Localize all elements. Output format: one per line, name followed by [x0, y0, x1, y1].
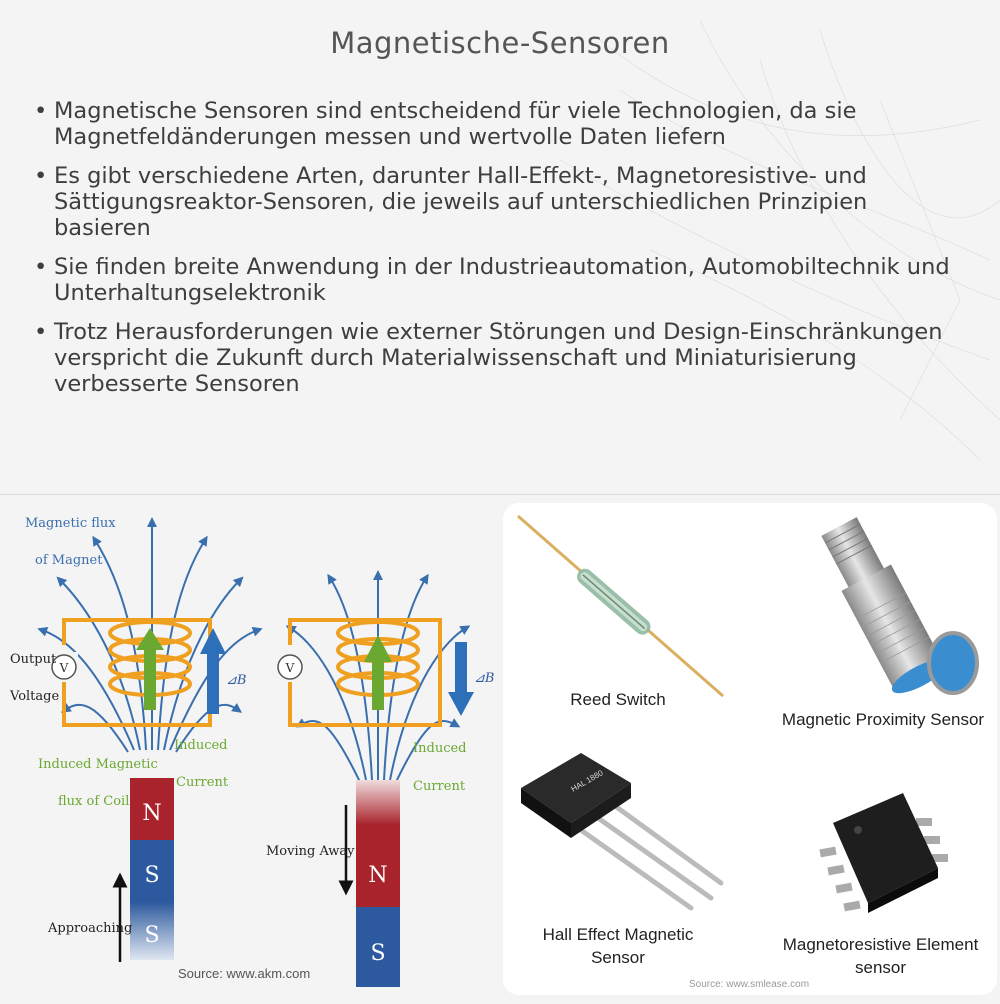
- bullet-item: Sie finden breite Anwendung in der Indus…: [32, 254, 962, 306]
- magnet-pole-s: S: [144, 863, 159, 888]
- induced-current-label: Current: [413, 779, 466, 794]
- diagram-source: Source: www.akm.com: [178, 966, 310, 981]
- products-source: Source: www.smlease.com: [689, 979, 810, 990]
- magnet-pole-n: N: [142, 801, 161, 826]
- magnet-pole-s: S: [144, 923, 159, 948]
- proximity-sensor-label: Magnetic Proximity Sensor: [781, 710, 985, 729]
- sensor-products-panel: Reed Switch Magnetic Proximity Sensor: [503, 503, 997, 995]
- induced-flux-label: Induced Magnetic: [38, 757, 158, 772]
- voltmeter-label: V: [285, 661, 295, 675]
- moving-away-label: Moving Away: [266, 844, 355, 859]
- approaching-label: Approaching: [47, 921, 132, 936]
- proximity-sensor-image: [821, 517, 979, 695]
- flux-magnet-label: Magnetic flux: [25, 516, 116, 531]
- circuit-approaching: V ⊿B N S S: [37, 517, 263, 962]
- mr-sensor-label-line: Magnetoresistive Element: [782, 935, 979, 954]
- mr-sensor-label: Magnetoresistive Element sensor: [773, 933, 988, 979]
- induction-diagram: V ⊿B N S S: [0, 500, 500, 1000]
- delta-b-label: ⊿B: [226, 673, 246, 688]
- page-title: Magnetische-Sensoren: [330, 26, 670, 60]
- reed-switch-label: Reed Switch: [570, 690, 666, 709]
- bullet-item: Es gibt verschiedene Arten, darunter Hal…: [32, 163, 962, 241]
- magnet-pole-s: S: [370, 941, 385, 966]
- divider: [0, 494, 1000, 495]
- voltmeter-label: V: [59, 661, 69, 675]
- hall-sensor-image: HAL 1880: [521, 753, 724, 911]
- bullet-list: Magnetische Sensoren sind entscheidend f…: [32, 98, 962, 410]
- circuit-moving-away: V ⊿B N S: [276, 570, 494, 987]
- induced-current-label: Induced: [174, 738, 228, 753]
- bullet-item: Magnetische Sensoren sind entscheidend f…: [32, 98, 962, 150]
- output-voltage-label: Output: [10, 652, 57, 667]
- induced-flux-label: flux of Coil: [58, 794, 129, 809]
- magnet-pole-n: N: [368, 863, 387, 888]
- flux-magnet-label: of Magnet: [35, 553, 103, 568]
- mr-sensor-label-line: sensor: [854, 958, 907, 977]
- bullet-item: Trotz Herausforderungen wie externer Stö…: [32, 319, 962, 397]
- output-voltage-label: Voltage: [9, 689, 59, 704]
- induction-diagram-figure: V ⊿B N S S: [9, 516, 494, 987]
- reed-switch-image: [517, 514, 724, 698]
- induced-current-label: Induced: [413, 741, 467, 756]
- hall-sensor-label-line: Sensor: [591, 948, 645, 967]
- delta-b-label: ⊿B: [474, 671, 494, 686]
- hall-sensor-label: Hall Effect Magnetic Sensor: [523, 923, 713, 969]
- induced-current-label: Current: [176, 775, 229, 790]
- mr-sensor-image: [819, 793, 948, 913]
- hall-sensor-label-line: Hall Effect Magnetic: [542, 925, 694, 944]
